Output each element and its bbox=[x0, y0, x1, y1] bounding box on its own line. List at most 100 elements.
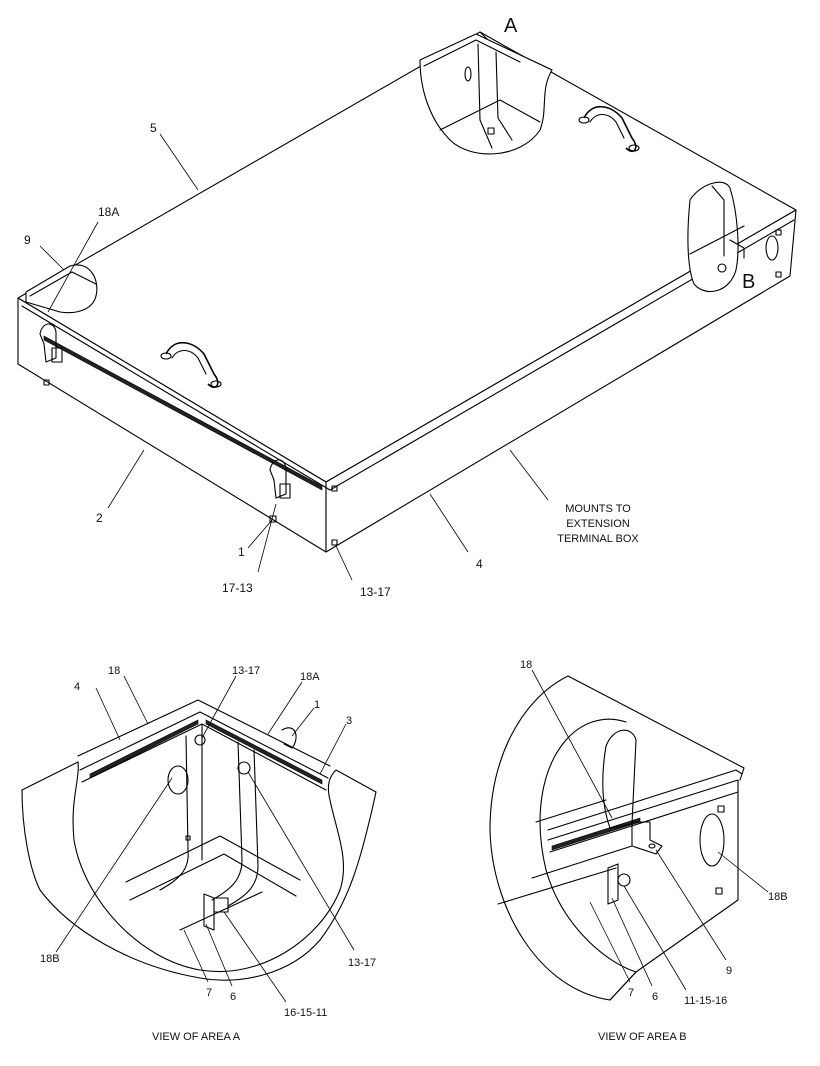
leader-1 bbox=[247, 519, 273, 549]
leader-b-6 bbox=[611, 897, 653, 987]
callout-a-6: 6 bbox=[230, 991, 236, 1003]
detail-a-strip-right bbox=[205, 719, 323, 785]
leader-a-13-17-top bbox=[201, 675, 237, 739]
detail-b-hole-bottom bbox=[715, 887, 723, 895]
top-handle-front bbox=[160, 341, 222, 389]
callout-13-17: 13-17 bbox=[360, 585, 391, 599]
area-a-marker: A bbox=[504, 15, 518, 37]
detail-a-floor-1 bbox=[125, 835, 301, 883]
leader-18a bbox=[47, 221, 99, 313]
detail-a-bolt-top-left bbox=[194, 734, 206, 746]
detail-a-nut-lower bbox=[213, 897, 229, 913]
leader-4 bbox=[429, 493, 469, 553]
callout-18a: 18A bbox=[98, 205, 119, 219]
detail-b-hole-top bbox=[717, 805, 725, 813]
area-b-bracket bbox=[711, 185, 725, 257]
corner-bolt-bottom bbox=[331, 539, 338, 546]
detail-a-nut-side bbox=[203, 893, 215, 931]
callout-a-1: 1 bbox=[314, 699, 320, 711]
leader-note bbox=[509, 449, 549, 501]
main-assembly-view: A B 5 18A 9 2 1 17-13 13-17 4 MOUNTS TO … bbox=[17, 15, 797, 599]
leader-9 bbox=[39, 245, 65, 271]
callout-b-11-15-16: 11-15-16 bbox=[684, 995, 727, 1007]
detail-a-strip-left bbox=[89, 719, 199, 779]
detail-b-plate bbox=[607, 863, 619, 905]
callout-2: 2 bbox=[96, 511, 103, 525]
callout-4: 4 bbox=[476, 557, 483, 571]
latch-left-loop bbox=[39, 323, 57, 363]
detail-a-floor-2 bbox=[129, 853, 297, 901]
detail-b-bottom bbox=[609, 971, 637, 1001]
detail-b-clip bbox=[631, 821, 663, 855]
main-leaders bbox=[39, 133, 549, 581]
detail-a-outline bbox=[21, 761, 377, 981]
detail-area-a: 4 18 13-17 18A 1 3 18B 13-17 7 6 16-15-1… bbox=[21, 665, 377, 1043]
detail-b-top-edge bbox=[567, 675, 745, 781]
detail-b-top-edge-2 bbox=[547, 769, 743, 831]
handle-rear-inner bbox=[589, 113, 625, 139]
side-bolt-lower bbox=[775, 271, 782, 278]
callout-a-7: 7 bbox=[206, 987, 212, 999]
area-b-clip bbox=[729, 239, 745, 259]
leader-b-11-15-16 bbox=[623, 885, 687, 991]
handle-front-foot-a bbox=[160, 352, 172, 360]
detail-b-side bbox=[635, 779, 739, 973]
detail-b-rim-1 bbox=[547, 779, 739, 841]
detail-a-bracket-right bbox=[211, 741, 243, 901]
side-bolt-upper bbox=[775, 229, 782, 236]
left-corner-window bbox=[25, 264, 98, 314]
latch-left bbox=[39, 323, 63, 386]
seal-strip bbox=[43, 335, 323, 491]
callout-b-6: 6 bbox=[652, 991, 658, 1003]
detail-a-slot bbox=[167, 765, 189, 795]
area-a-slot bbox=[464, 66, 472, 82]
handle-front-foot-b bbox=[210, 380, 222, 388]
leader-a-18 bbox=[123, 675, 149, 725]
callout-9: 9 bbox=[24, 233, 31, 247]
area-a-bracket-b bbox=[495, 51, 513, 141]
area-a-cutaway bbox=[419, 33, 553, 155]
note-line-3: TERMINAL BOX bbox=[557, 533, 639, 545]
leader-a-18a bbox=[267, 681, 303, 735]
callout-a-13-17-right: 13-17 bbox=[348, 957, 376, 969]
callout-a-16-15-11: 16-15-11 bbox=[284, 1007, 327, 1019]
leader-2 bbox=[107, 449, 145, 509]
callout-b-18: 18 bbox=[520, 659, 532, 671]
detail-b-ledge-1 bbox=[535, 799, 607, 823]
leader-b-18 bbox=[531, 669, 613, 819]
leader-5 bbox=[159, 133, 199, 191]
note-line-2: EXTENSION bbox=[566, 518, 630, 530]
latch-right-plate bbox=[279, 483, 291, 499]
leader-a-18b bbox=[55, 777, 173, 953]
callout-a-13-17-top: 13-17 bbox=[232, 665, 260, 677]
latch-right-loop bbox=[269, 459, 287, 499]
top-handle-rear bbox=[578, 105, 640, 153]
leader-13-17 bbox=[335, 545, 353, 581]
left-corner-flange bbox=[29, 271, 97, 297]
handle-rear-foot-b bbox=[628, 144, 640, 152]
detail-b-ledge-2 bbox=[531, 845, 633, 879]
latch-left-plate bbox=[51, 347, 63, 363]
leader-a-4 bbox=[95, 687, 121, 741]
detail-a-caption: VIEW OF AREA A bbox=[152, 1031, 241, 1043]
callout-a-3: 3 bbox=[346, 715, 352, 727]
detail-a-hole-left bbox=[185, 835, 191, 841]
callout-b-18b: 18B bbox=[768, 891, 788, 903]
area-a-bracket bbox=[477, 43, 493, 149]
area-b-bolt bbox=[717, 263, 727, 273]
area-a-inner-wall bbox=[423, 39, 521, 67]
leader-a-3 bbox=[319, 723, 347, 775]
lid-rim-left bbox=[21, 305, 331, 491]
leader-17-13 bbox=[257, 503, 277, 573]
callout-a-4: 4 bbox=[74, 681, 80, 693]
detail-a-floor-3 bbox=[179, 891, 263, 931]
leader-a-6 bbox=[205, 923, 233, 987]
detail-a-bracket-left bbox=[159, 735, 189, 891]
callout-a-18: 18 bbox=[108, 665, 120, 677]
detail-b-outline bbox=[489, 675, 637, 1001]
detail-a-rim-mid bbox=[79, 711, 329, 779]
area-a-floor bbox=[439, 99, 541, 131]
callout-5: 5 bbox=[150, 121, 157, 135]
detail-b-bolt bbox=[617, 873, 631, 887]
